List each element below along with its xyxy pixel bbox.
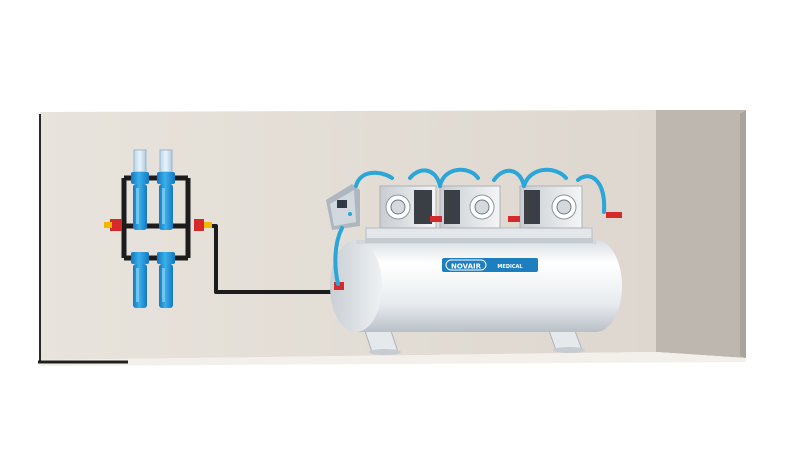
tank-feet [363,327,585,355]
tank-right-cap [570,240,622,332]
pump-head-3 [519,185,583,229]
lower-filters [131,252,175,308]
inlet-valve-handle [104,222,112,228]
tank-inlet-valve [334,282,344,290]
floor [40,352,746,366]
filter-manifold-pipe [121,175,191,261]
brand-label: NOVAIR MEDICAL [442,258,538,272]
blue-hoses [333,167,607,286]
brand-name: NOVAIR [451,263,482,271]
brand-sublabel: MEDICAL [497,264,523,270]
outlet-valve-handle [204,222,212,228]
upper-filters [131,149,175,230]
tank-body [356,240,596,332]
filter-assembly [104,149,342,308]
tank-left-cap [330,240,382,332]
air-compressor: NOVAIR MEDICAL [326,167,622,355]
side-wall-edge [740,110,746,358]
pump-head-2 [439,185,501,229]
pump-valves [430,212,622,222]
control-panel [326,184,360,230]
inlet-valve [110,219,122,231]
outlet-valve [194,219,204,231]
side-wall [656,110,746,358]
pump-head-1 [379,185,437,229]
